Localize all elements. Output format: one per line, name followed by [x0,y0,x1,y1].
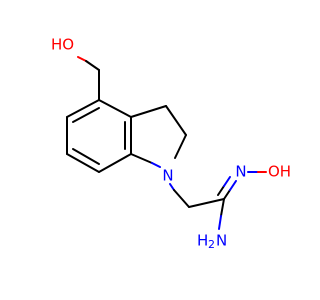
ring-nitrogen-label: N [162,167,173,185]
bond-c-n-double-a-black [223,189,231,200]
bond-c7a-n1-blue [151,162,161,168]
oxime-hydroxyl-label: OH [268,163,291,181]
bond-c4-c3a [98,99,132,118]
bond-c-nh2-blue [218,215,222,230]
bond-c7a-n1-black [130,153,153,164]
bond-ch2-amidine-c [188,198,225,208]
bond-c3-c2 [165,105,187,136]
bond-c-n-double-a-blue [229,180,237,191]
bond-c-n-double-b-blue [223,176,231,187]
amine-nitrogen-label: N [216,232,227,250]
bond-c5-c4-inner [72,107,100,123]
bond-c7a-c7 [98,153,132,173]
bond-c7-c6 [66,153,100,173]
bond-c2-n1 [174,134,187,159]
hydroxyl-top-label: HO [51,36,74,54]
amine-hydrogen-subscript: 2 [208,238,215,251]
oxime-nitrogen-label: N [235,163,246,181]
bond-c7-c6-inner [72,148,100,165]
bond-c3a-c3 [130,105,167,118]
structure-drawing: HO N N OH H 2 N [51,36,291,252]
bond-c-n-double-b-black [217,185,225,196]
amine-hydrogen-label: H [197,232,208,250]
bond-o-ch2-black [85,60,100,71]
molecule-canvas: HO N N OH H 2 N [51,36,291,252]
bond-c5-c4 [66,99,100,118]
bond-c-nh2-black [220,198,225,217]
bond-n1-ch2-blue [169,183,175,191]
bond-o-ch2-red [77,56,87,62]
 [173,189,190,208]
